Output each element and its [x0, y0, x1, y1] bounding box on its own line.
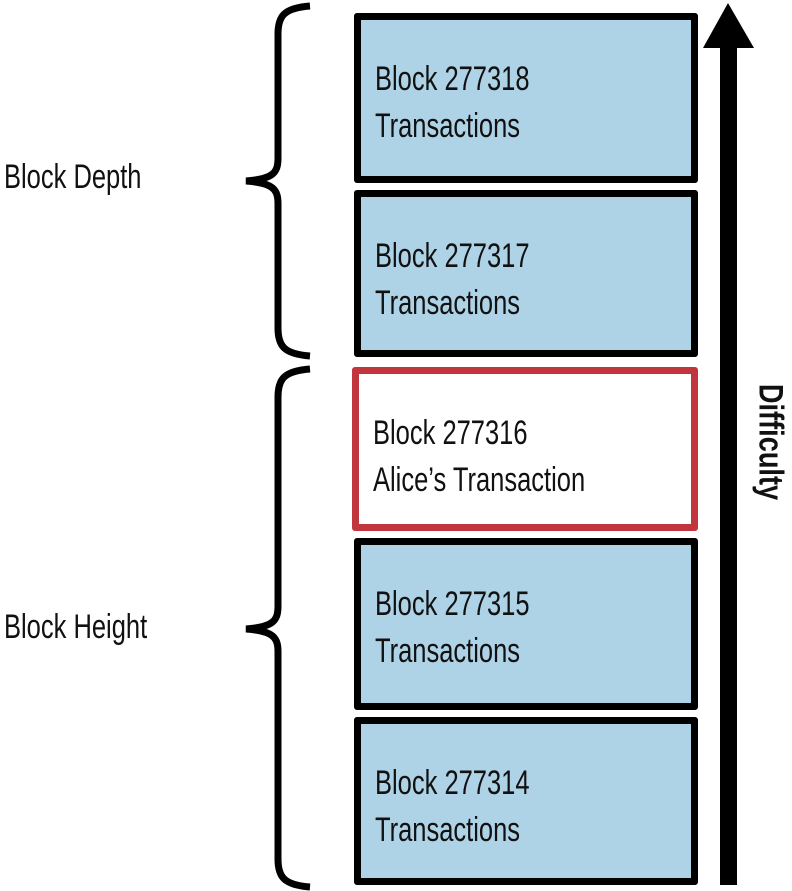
block-content-label: Transactions: [375, 632, 521, 670]
block-277318: Block 277318 Transactions: [354, 13, 698, 183]
block-number-label: Block 277318: [375, 60, 530, 98]
block-number-label: Block 277317: [375, 237, 530, 275]
block-number-label: Block 277314: [375, 764, 530, 802]
block-content-label: Alice’s Transaction: [373, 461, 586, 499]
block-height-brace: [245, 365, 311, 891]
block-depth-label: Block Depth: [4, 158, 142, 196]
block-depth-brace: [245, 2, 311, 360]
block-number-label: Block 277316: [373, 414, 528, 452]
block-content-label: Transactions: [375, 811, 521, 849]
difficulty-label: Difficulty: [751, 383, 790, 501]
block-number-label: Block 277315: [375, 585, 530, 623]
block-height-label: Block Height: [4, 608, 148, 646]
block-277316-highlighted: Block 277316 Alice’s Transaction: [352, 367, 698, 531]
block-content-label: Transactions: [375, 284, 521, 322]
block-content-label: Transactions: [375, 107, 521, 145]
block-277315: Block 277315 Transactions: [354, 538, 698, 710]
block-277317: Block 277317 Transactions: [354, 190, 698, 357]
block-277314: Block 277314 Transactions: [354, 717, 698, 885]
difficulty-arrow: [703, 3, 754, 885]
